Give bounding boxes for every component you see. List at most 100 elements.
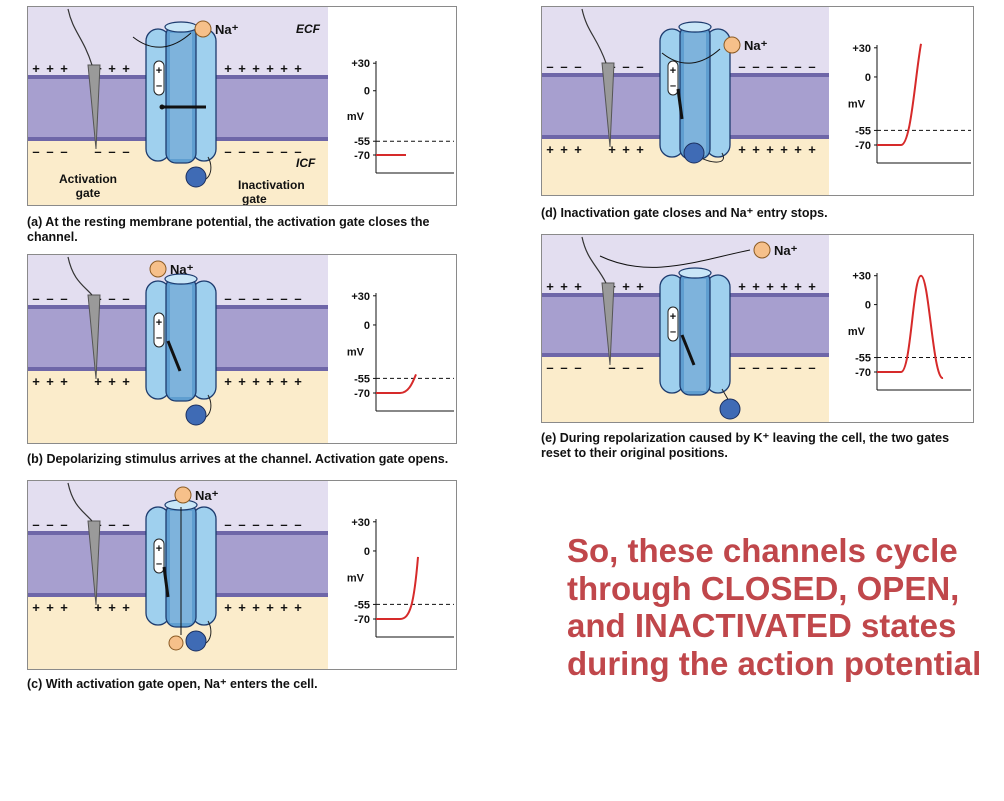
electrode-wire: [67, 8, 93, 66]
outer-charge: –: [780, 59, 787, 74]
ion-flow-arrow: [661, 48, 721, 64]
inner-charge: +: [752, 142, 760, 157]
inner-charge: +: [238, 374, 246, 389]
inner-charge: –: [794, 360, 801, 375]
outer-charge: +: [60, 61, 68, 76]
inner-charge: +: [766, 142, 774, 157]
outer-charge: +: [46, 61, 54, 76]
outer-charge: +: [622, 279, 630, 294]
graph-tick-label: -70: [855, 367, 871, 379]
panel-d-scene: –+–+–+–+–+–+–+–+–+–+–+–++–Na⁺+300-55-70m…: [542, 7, 973, 195]
outer-charge: +: [266, 61, 274, 76]
outer-charge: –: [108, 517, 115, 532]
graph-tick-label: -70: [855, 140, 871, 152]
voltage-sensor: [153, 60, 165, 96]
graph-tick-label: -55: [855, 125, 871, 137]
inner-charge: +: [252, 600, 260, 615]
channel-pore-inner: [684, 279, 706, 391]
graph-tick-label: -55: [354, 373, 370, 385]
inner-charge: –: [766, 360, 773, 375]
outer-charge: +: [808, 279, 816, 294]
inner-charge: +: [32, 374, 40, 389]
sodium-ion-label: Na⁺: [774, 243, 798, 258]
inner-charge: +: [546, 142, 554, 157]
caption-b-tag: (b): [27, 452, 43, 466]
outer-charge: –: [280, 517, 287, 532]
inner-charge: –: [738, 360, 745, 375]
panel-d-figure: –+–+–+–+–+–+–+–+–+–+–+–++–Na⁺+300-55-70m…: [542, 7, 973, 195]
outer-charge: –: [766, 59, 773, 74]
inner-charge: +: [636, 142, 644, 157]
panel-c: –+–+–+–+–+–+–+–+–+–+–+–++–Na⁺+300-55-70m…: [27, 480, 457, 670]
outer-charge: –: [794, 59, 801, 74]
outer-charge: –: [238, 291, 245, 306]
inner-charge: +: [780, 142, 788, 157]
outer-charge: –: [808, 59, 815, 74]
inactivation-gate-label: Inactivation: [238, 178, 305, 192]
panel-c-scene: –+–+–+–+–+–+–+–+–+–+–+–++–Na⁺+300-55-70m…: [28, 481, 456, 669]
outer-charge: –: [32, 291, 39, 306]
outer-charge: –: [252, 517, 259, 532]
outer-charge: –: [574, 59, 581, 74]
inactivation-ball: [185, 404, 207, 426]
inner-charge: +: [122, 374, 130, 389]
outer-charge: –: [294, 517, 301, 532]
outer-charge: +: [280, 61, 288, 76]
outer-charge: +: [794, 279, 802, 294]
graph-tick-label: +30: [852, 271, 871, 283]
inner-charge: –: [32, 144, 39, 159]
membrane-potential-trace: [376, 374, 417, 394]
outer-charge: +: [636, 279, 644, 294]
sodium-ion-label: Na⁺: [744, 38, 768, 53]
inner-charge: +: [574, 142, 582, 157]
inner-charge: +: [32, 600, 40, 615]
caption-e-tag: (e): [541, 431, 557, 445]
panel-b: –+–+–+–+–+–+–+–+–+–+–+–++–Na⁺+300-55-70m…: [27, 254, 457, 444]
inactivation-ball: [185, 166, 207, 188]
inner-charge: +: [94, 374, 102, 389]
electrode-wire: [67, 256, 93, 296]
inner-charge: –: [560, 360, 567, 375]
outer-charge: –: [252, 291, 259, 306]
graph-tick-label: -70: [354, 150, 370, 162]
caption-c-tag: (c): [27, 677, 43, 691]
graph-tick-label: +30: [351, 291, 370, 303]
ecf-label: ECF: [296, 22, 321, 36]
graph-tick-label: -70: [354, 388, 370, 400]
panel-c-figure: –+–+–+–+–+–+–+–+–+–+–+–++–Na⁺+300-55-70m…: [28, 481, 456, 669]
inner-charge: +: [266, 600, 274, 615]
inner-charge: +: [280, 600, 288, 615]
graph-tick-label: -55: [354, 599, 370, 611]
channel-pore-inner: [684, 33, 706, 155]
graph-tick-label: 0: [364, 320, 370, 332]
inactivation-ball: [719, 398, 741, 420]
caption-d: (d) Inactivation gate closes and Na⁺ ent…: [541, 206, 981, 221]
inner-charge: +: [294, 374, 302, 389]
inner-charge: –: [122, 144, 129, 159]
outer-charge: +: [780, 279, 788, 294]
inner-charge: +: [280, 374, 288, 389]
outer-charge: –: [546, 59, 553, 74]
sensor-minus: –: [156, 80, 162, 92]
channel-pore-inner: [170, 285, 192, 397]
outer-charge: –: [266, 291, 273, 306]
panel-e-figure: +–+–+–+–+–+–+–+–+–+–+–+–+–Na⁺+300-55-70m…: [542, 235, 973, 422]
graph-area: [829, 235, 973, 422]
inner-charge: +: [46, 600, 54, 615]
outer-charge: –: [560, 59, 567, 74]
outer-charge: +: [122, 61, 130, 76]
caption-a-text: At the resting membrane potential, the a…: [27, 215, 430, 244]
sodium-ion: [194, 20, 212, 38]
channel-top: [164, 21, 198, 33]
inner-charge: +: [294, 600, 302, 615]
inner-charge: +: [738, 142, 746, 157]
outer-charge: –: [622, 59, 629, 74]
outer-charge: –: [224, 291, 231, 306]
inner-charge: +: [46, 374, 54, 389]
graph-tick-label: -55: [855, 353, 871, 365]
graph-mv-label: mV: [848, 326, 866, 338]
outer-charge: +: [766, 279, 774, 294]
outer-charge: –: [122, 291, 129, 306]
outer-charge: +: [238, 61, 246, 76]
graph-area: [328, 7, 456, 205]
